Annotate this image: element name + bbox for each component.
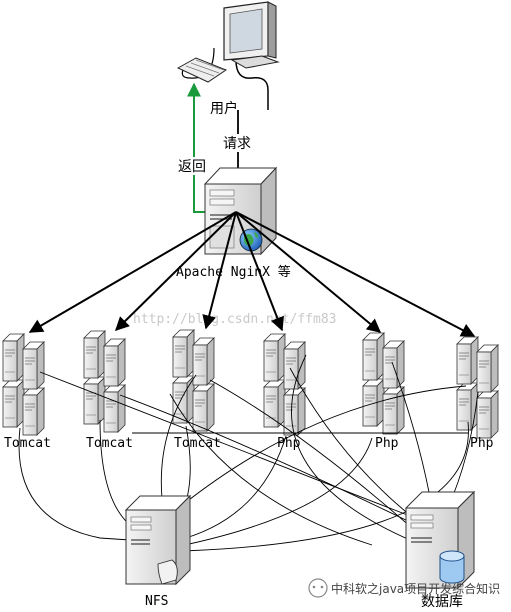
database-server-icon [404,490,476,590]
watermark-text: http://blog.csdn.net/ffm83 [133,312,337,327]
app-server-cluster-3-icon [173,330,214,431]
load-balancer-server-icon [203,166,278,256]
return-label-bg [176,157,212,175]
app-server-label-2: Tomcat [86,436,133,451]
app-server-labels: Tomcat Tomcat Tomcat Php Php Php [4,436,494,451]
user-label: 用户 [210,100,238,117]
database-label: 数据库 [421,594,463,610]
request-label: 请求 [223,136,251,152]
app-server-label-4: Php [277,436,301,451]
app-server-cluster-6-icon [457,337,498,438]
app-server-cluster-1-icon [3,334,44,435]
app-server-label-3: Tomcat [174,436,221,451]
user-computer-icon [176,1,280,110]
load-balancer-label: Apache NginX 等 [176,264,291,280]
app-server-label-6: Php [470,436,494,451]
source-badge-text: 中科软之java项目开发综合知识 [331,581,500,596]
app-server-cluster-2-icon [84,331,125,432]
app-server-label-1: Tomcat [4,436,51,451]
return-label: 返回 [178,159,206,175]
app-server-label-5: Php [375,436,399,451]
nfs-label: NFS [145,594,168,609]
chat-bubble-icon [308,578,328,598]
nfs-server-icon [124,494,192,586]
source-badge: 中科软之java项目开发综合知识 [308,578,500,598]
app-server-cluster-5-icon [363,333,404,434]
request-label-bg [221,134,257,152]
storage-connection-lines [18,354,479,554]
request-fanout-arrows [28,211,476,337]
